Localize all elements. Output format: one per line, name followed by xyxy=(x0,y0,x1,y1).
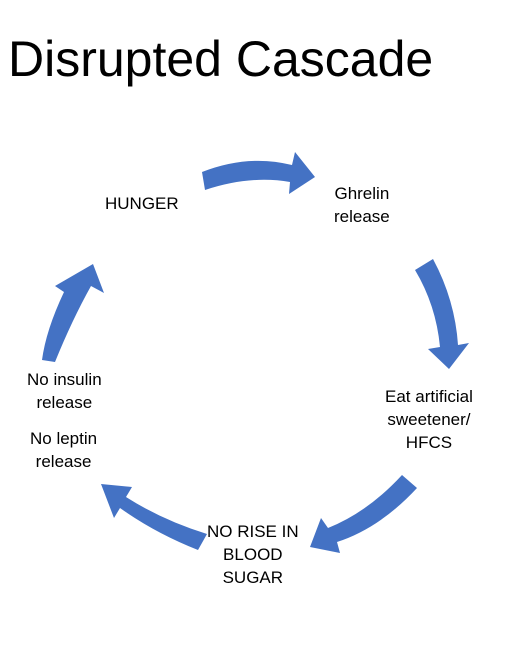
node-insulin-line-1: No insulin xyxy=(27,370,102,389)
node-ghrelin-release: Ghrelin release xyxy=(334,182,390,228)
arrow-ghrelin-to-eat xyxy=(415,259,469,369)
node-insulin-line-2: release xyxy=(36,393,93,412)
node-eat-line-1: Eat artificial xyxy=(385,387,473,406)
node-leptin-line-1: No leptin xyxy=(30,429,98,448)
node-hunger: HUNGER xyxy=(105,192,179,215)
node-ghrelin-line-2: release xyxy=(334,207,390,226)
arrow-hunger-to-ghrelin xyxy=(202,152,315,194)
arrow-eat-to-norise xyxy=(310,475,417,553)
node-eat-sweetener: Eat artificial sweetener/ HFCS xyxy=(385,385,473,454)
node-no-insulin-release: No insulin release xyxy=(27,368,102,414)
node-norise-line-2: BLOOD xyxy=(223,545,283,564)
node-eat-line-2: sweetener/ xyxy=(387,410,471,429)
node-no-leptin-release: No leptin release xyxy=(30,427,97,473)
node-eat-line-3: HFCS xyxy=(405,433,453,452)
arrow-norise-to-insulin xyxy=(101,484,207,550)
page-title: Disrupted Cascade xyxy=(8,31,434,87)
arrow-insulin-to-hunger xyxy=(42,264,104,362)
node-leptin-line-2: release xyxy=(35,452,92,471)
node-ghrelin-line-1: Ghrelin xyxy=(334,184,390,203)
node-norise-line-3: SUGAR xyxy=(222,568,284,587)
node-hunger-line-1: HUNGER xyxy=(105,194,179,213)
node-norise-line-1: NO RISE IN xyxy=(207,522,299,541)
node-no-rise-blood-sugar: NO RISE IN BLOOD SUGAR xyxy=(207,520,299,589)
